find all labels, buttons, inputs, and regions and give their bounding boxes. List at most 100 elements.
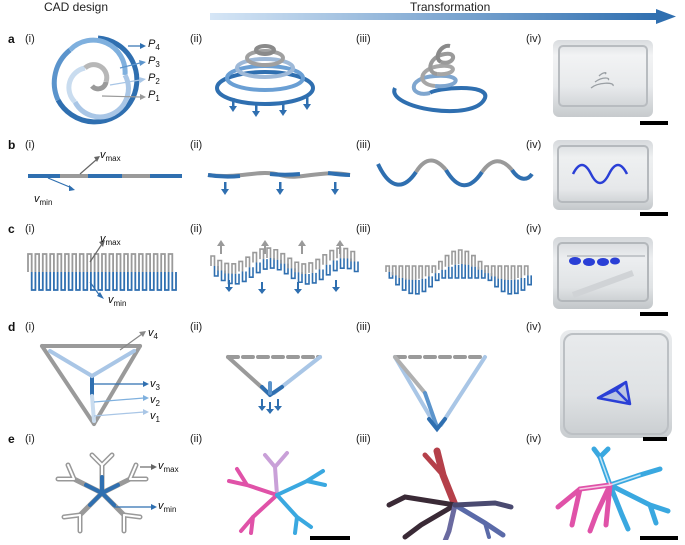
serpentine-blue-segment <box>255 262 261 274</box>
serpentine-blue-segment <box>104 272 111 291</box>
c-iv-photo <box>553 237 653 309</box>
label-v1: v1 <box>150 410 160 425</box>
serpentine-gray-segment <box>308 262 314 273</box>
serpentine-gray-segment <box>504 265 509 280</box>
serpentine-blue-segment <box>97 272 103 291</box>
serpentine-blue-segment <box>339 258 345 270</box>
serpentine-blue-segment <box>513 279 519 295</box>
serpentine-gray-segment <box>245 256 251 268</box>
serpentine-gray-segment <box>287 257 293 269</box>
sub-d-i: (i) <box>25 321 35 333</box>
c-ii-serpentine-sinking <box>210 240 359 294</box>
serpentine-blue-segment <box>434 273 440 282</box>
scale-bar-e-iv <box>640 536 678 540</box>
serpentine-gray-segment <box>101 253 107 272</box>
serpentine-gray-segment <box>123 253 129 272</box>
serpentine-blue-segment <box>112 272 118 291</box>
sub-a-ii: (ii) <box>190 33 203 45</box>
serpentine-blue-segment <box>304 273 310 285</box>
e-label-vmax: vmax <box>158 460 179 475</box>
serpentine-gray-segment <box>145 253 151 272</box>
e-i-tree-design <box>55 452 157 534</box>
serpentine-gray-segment <box>34 253 40 272</box>
serpentine-gray-segment <box>160 253 166 272</box>
e-label-vmin: vmin <box>158 500 177 515</box>
sub-a-iii: (iii) <box>356 33 371 45</box>
serpentine-blue-segment <box>441 269 447 279</box>
serpentine-gray-segment <box>152 253 159 272</box>
b-iv-photo <box>553 140 653 210</box>
label-v3: v3 <box>150 378 160 393</box>
serpentine-gray-segment <box>322 254 328 265</box>
serpentine-gray-segment <box>510 265 516 280</box>
serpentine-gray-segment <box>343 247 349 259</box>
serpentine-gray-segment <box>431 265 437 274</box>
serpentine-gray-segment <box>517 265 523 279</box>
serpentine-blue-segment <box>395 275 400 286</box>
serpentine-blue-segment <box>290 268 296 280</box>
serpentine-gray-segment <box>405 265 410 280</box>
b-label-vmax: vmax <box>100 149 121 164</box>
serpentine-gray-segment <box>477 260 483 270</box>
label-v2: v2 <box>150 394 160 409</box>
serpentine-blue-segment <box>507 279 513 295</box>
label-p2: P2 <box>148 72 160 87</box>
serpentine-gray-segment <box>167 253 174 272</box>
e-ii-tree-render <box>227 451 327 535</box>
c-i-serpentine-design <box>27 240 177 299</box>
serpentine-blue-segment <box>276 259 282 271</box>
serpentine-blue-segment <box>269 258 275 269</box>
serpentine-blue-segment <box>149 272 155 291</box>
serpentine-blue-segment <box>325 264 331 276</box>
scale-bar-c <box>640 312 668 316</box>
scale-bar-d <box>643 437 667 441</box>
serpentine-gray-segment <box>471 254 476 267</box>
a-ii-spiral-sinking <box>215 44 315 117</box>
serpentine-gray-segment <box>49 253 55 272</box>
serpentine-blue-segment <box>474 266 480 279</box>
serpentine-blue-segment <box>332 260 338 272</box>
sub-e-i: (i) <box>25 433 35 445</box>
serpentine-blue-segment <box>283 263 289 275</box>
serpentine-gray-segment <box>280 252 286 264</box>
serpentine-blue-segment <box>500 278 506 293</box>
serpentine-blue-segment <box>311 272 317 284</box>
serpentine-blue-segment <box>220 270 226 282</box>
serpentine-blue-segment <box>408 279 414 295</box>
sub-c-i: (i) <box>25 223 35 235</box>
serpentine-gray-segment <box>385 265 391 272</box>
d-ii-tripod-sinking <box>226 355 322 414</box>
serpentine-blue-segment <box>527 275 532 286</box>
c-iii-serpentine-twisted <box>385 249 532 295</box>
serpentine-blue-segment <box>38 272 44 291</box>
header-transformation: Transformation <box>410 0 491 14</box>
serpentine-gray-segment <box>315 258 321 270</box>
transformation-arrow <box>210 9 676 24</box>
serpentine-blue-segment <box>156 272 163 291</box>
serpentine-blue-segment <box>461 264 466 279</box>
serpentine-blue-segment <box>67 272 74 291</box>
scale-bar-e-ii <box>310 536 350 540</box>
serpentine-gray-segment <box>56 253 63 272</box>
serpentine-blue-segment <box>60 272 66 291</box>
e-iv-tree-photo <box>555 446 671 534</box>
serpentine-blue-segment <box>227 273 233 285</box>
serpentine-gray-segment <box>130 253 137 272</box>
row-letter-c: c <box>8 222 15 236</box>
serpentine-gray-segment <box>464 250 470 265</box>
sub-a-iv: (iv) <box>526 33 542 45</box>
serpentine-gray-segment <box>301 263 307 274</box>
scale-bar-b <box>640 212 668 216</box>
serpentine-blue-segment <box>487 273 493 282</box>
serpentine-gray-segment <box>64 253 70 272</box>
serpentine-gray-segment <box>217 259 223 271</box>
row-letter-b: b <box>8 138 16 152</box>
c-label-vmin: vmin <box>108 294 127 309</box>
serpentine-gray-segment <box>115 253 122 272</box>
label-v4: v4 <box>148 327 158 342</box>
serpentine-blue-segment <box>414 279 420 295</box>
serpentine-gray-segment <box>329 249 335 261</box>
label-p3: P3 <box>148 55 160 70</box>
serpentine-blue-segment <box>82 272 89 291</box>
serpentine-gray-segment <box>490 265 496 277</box>
